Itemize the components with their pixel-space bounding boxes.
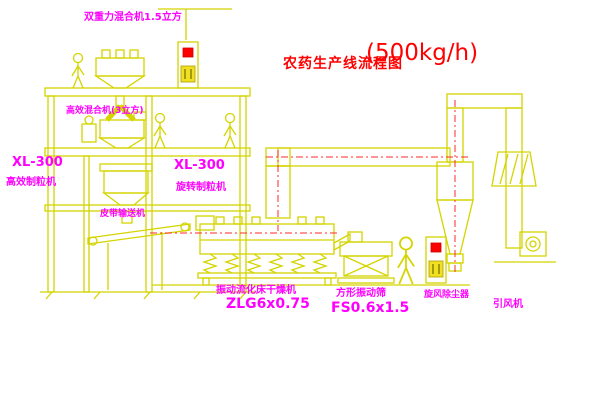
fluid-bed-dryer (195, 215, 351, 286)
label-dryer-name: 振动流化床干燥机 (216, 285, 296, 296)
label-belt-conveyor: 皮带输送机 (100, 209, 146, 219)
label-gravity-mixer: 双重力混合机1.5立方 (84, 12, 182, 23)
control-cabinet-top (177, 41, 199, 89)
label-cyclone: 旋风除尘器 (424, 290, 470, 300)
label-granulator-mid-name: 旋转制粒机 (176, 182, 226, 193)
label-screen-name: 方形振动筛 (336, 288, 386, 299)
person-figure (71, 52, 85, 89)
platform-structure (40, 8, 256, 300)
rotary-granulator (99, 163, 153, 224)
label-granulator-mid-model: XL-300 (174, 158, 225, 173)
label-granulator-left-name: 高效制粒机 (6, 177, 56, 188)
belt-conveyor (87, 222, 191, 290)
induced-draft-fan (446, 93, 556, 263)
high-efficiency-mixer (81, 111, 147, 149)
vibrating-screen (337, 231, 395, 284)
centerlines (150, 100, 470, 272)
label-fan: 引风机 (493, 299, 523, 310)
diagram-title: 农药生产线流程图 (283, 56, 403, 72)
control-cabinet-right (425, 236, 447, 284)
label-high-eff-mixer: 高效混合机(3立方) (66, 106, 144, 116)
diagram-capacity: (500kg/h) (366, 40, 479, 66)
label-granulator-left-model: XL-300 (12, 155, 63, 170)
gravity-mixer (93, 49, 147, 122)
label-screen-model: FS0.6x1.5 (331, 300, 410, 316)
person-figure (153, 112, 167, 149)
person-figure (223, 112, 237, 149)
label-dryer-model: ZLG6x0.75 (226, 296, 310, 312)
person-figure (397, 236, 415, 285)
exhaust-duct (265, 147, 451, 219)
